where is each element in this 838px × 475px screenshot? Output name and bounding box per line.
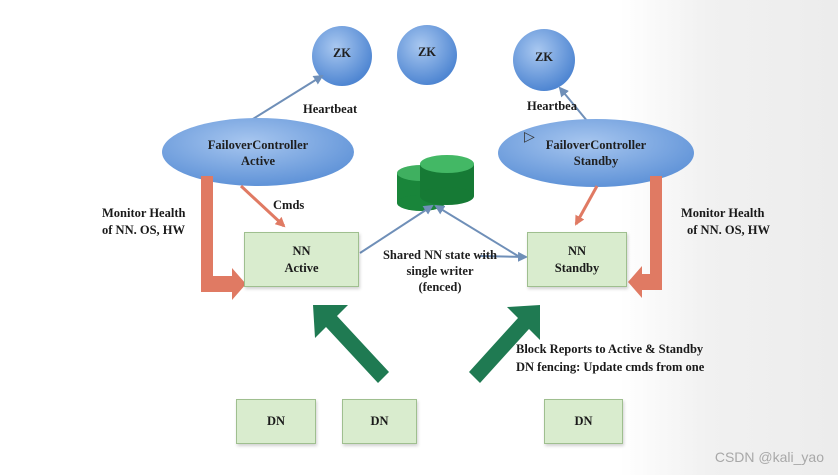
shared-state-line2: single writer bbox=[406, 264, 474, 278]
nn-active-line1: NN bbox=[292, 243, 311, 258]
block-report-arrow-left bbox=[313, 305, 389, 383]
cmds-arrow-left bbox=[239, 184, 286, 228]
dn-box-2: DN bbox=[342, 399, 417, 444]
failover-controller-standby bbox=[498, 119, 694, 187]
fc-active-label: FailoverController Active bbox=[178, 137, 338, 169]
zk-label-1: ZK bbox=[332, 46, 352, 60]
shared-state-arrow-standby bbox=[434, 204, 519, 257]
nn-standby-line1: NN bbox=[567, 243, 587, 258]
zk-node-2 bbox=[397, 25, 457, 85]
zk-node-3 bbox=[513, 29, 575, 91]
block-reports-line1: Block Reports to Active & Standby bbox=[516, 342, 704, 356]
block-report-arrow-right bbox=[469, 305, 540, 383]
shared-storage-icon bbox=[397, 155, 474, 211]
fc-standby-line1: FailoverController bbox=[545, 138, 647, 152]
shared-state-line3: (fenced) bbox=[418, 280, 462, 294]
block-reports-line2: DN fencing: Update cmds from one bbox=[516, 360, 705, 374]
nn-active-box: NN Active bbox=[244, 232, 359, 287]
monitor-health-left-line1: Monitor Health bbox=[102, 206, 186, 220]
cmds-arrow-right bbox=[574, 185, 599, 226]
fc-active-line1: FailoverController bbox=[207, 138, 309, 152]
monitor-health-arrow-right bbox=[628, 176, 662, 298]
fc-standby-line2: Standby bbox=[573, 154, 619, 168]
shared-state-line1: Shared NN state with bbox=[382, 248, 497, 262]
dn-label-3: DN bbox=[574, 414, 593, 428]
zk-node-1 bbox=[312, 26, 372, 86]
heartbeat-arrow-right bbox=[558, 86, 589, 123]
monitor-health-left-line2: of NN. OS, HW bbox=[102, 223, 185, 237]
failover-controller-active bbox=[162, 118, 354, 186]
fc-standby-label: FailoverController Standby bbox=[516, 137, 676, 169]
watermark: CSDN @kali_yao bbox=[714, 449, 824, 465]
dn-label-1: DN bbox=[266, 414, 286, 428]
mouse-cursor-icon: ▷ bbox=[524, 130, 535, 145]
fc-active-line2: Active bbox=[240, 154, 275, 168]
monitor-health-arrow-left bbox=[201, 176, 246, 300]
dn-box-3: DN bbox=[544, 399, 623, 444]
heartbeat-label-left: Heartbeat bbox=[303, 102, 358, 116]
heartbeat-label-right: Heartbea bbox=[527, 99, 577, 113]
dn-box-1: DN bbox=[236, 399, 316, 444]
shared-state-arrow-standby-head bbox=[479, 251, 528, 262]
shared-state-label: Shared NN state with single writer (fenc… bbox=[365, 247, 515, 295]
shared-state-arrow-active bbox=[359, 204, 434, 254]
nn-standby-box: NN Standby bbox=[527, 232, 627, 287]
monitor-health-right-line1: Monitor Health bbox=[681, 206, 765, 220]
nn-standby-line2: Standby bbox=[554, 260, 600, 275]
zk-label-3: ZK bbox=[534, 50, 554, 64]
cmds-label: Cmds bbox=[273, 198, 305, 212]
monitor-health-right-line2: of NN. OS, HW bbox=[687, 223, 770, 237]
nn-active-line2: Active bbox=[284, 260, 319, 275]
heartbeat-arrow-left bbox=[247, 74, 324, 123]
dn-label-2: DN bbox=[370, 414, 389, 428]
zk-label-2: ZK bbox=[417, 45, 437, 59]
